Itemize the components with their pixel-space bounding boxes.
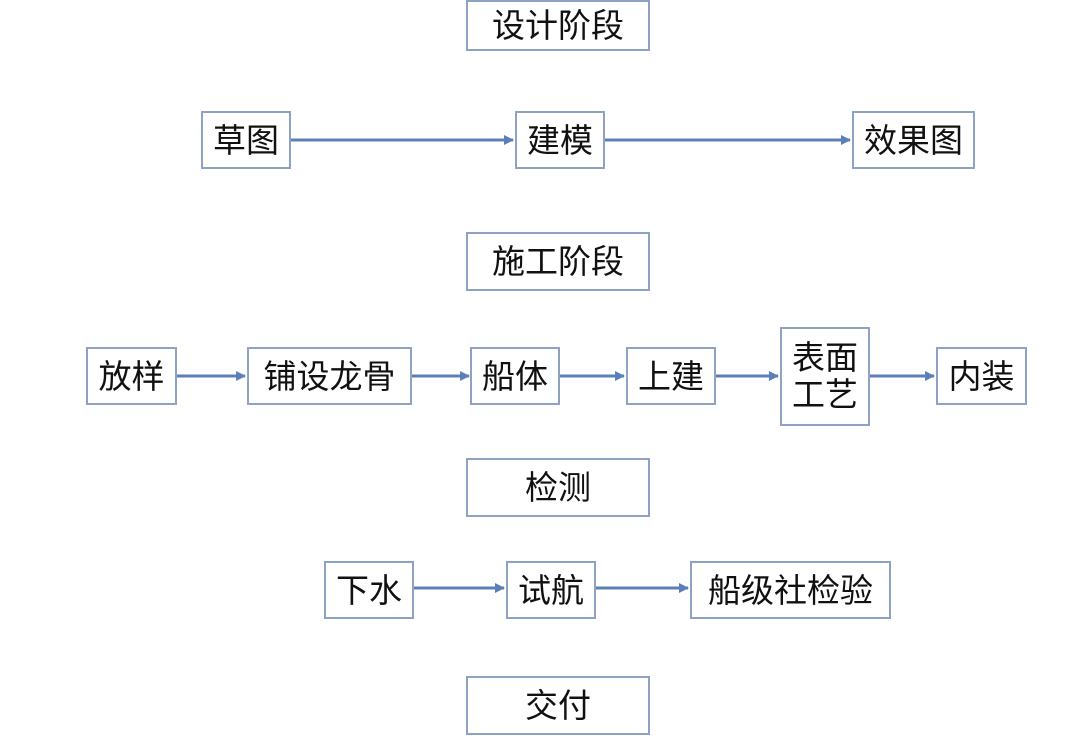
stage-construction-label: 施工阶段 bbox=[492, 242, 624, 281]
step-hull-label: 船体 bbox=[482, 356, 548, 396]
step-modeling-label: 建模 bbox=[527, 120, 593, 160]
step-keel-box: 铺设龙骨 bbox=[247, 347, 412, 405]
step-launch-box: 下水 bbox=[324, 561, 414, 619]
step-sea-trial-box: 试航 bbox=[506, 561, 596, 619]
step-class-survey-box: 船级社检验 bbox=[690, 561, 891, 619]
step-rendering-label: 效果图 bbox=[864, 120, 963, 160]
stage-inspection-box: 检测 bbox=[466, 458, 650, 517]
stage-inspection-label: 检测 bbox=[525, 468, 591, 507]
step-surface-label-line2: 工艺 bbox=[792, 374, 858, 414]
step-surface-label-line1: 表面 bbox=[792, 337, 858, 377]
step-sketch-label: 草图 bbox=[213, 120, 279, 160]
step-interior-box: 内装 bbox=[936, 347, 1027, 405]
step-superstructure-box: 上建 bbox=[626, 347, 716, 405]
step-lofting-label: 放样 bbox=[98, 356, 165, 396]
step-modeling-box: 建模 bbox=[515, 111, 605, 169]
step-surface-box: 表面 工艺 bbox=[780, 327, 870, 426]
step-sketch-box: 草图 bbox=[201, 111, 291, 169]
step-rendering-box: 效果图 bbox=[852, 111, 975, 169]
step-class-survey-label: 船级社检验 bbox=[708, 570, 873, 610]
step-superstructure-label: 上建 bbox=[638, 356, 704, 396]
step-keel-label: 铺设龙骨 bbox=[263, 356, 396, 396]
step-hull-box: 船体 bbox=[470, 347, 560, 405]
stage-delivery-box: 交付 bbox=[466, 676, 650, 735]
step-interior-label: 内装 bbox=[948, 356, 1015, 396]
stage-delivery-label: 交付 bbox=[525, 686, 591, 725]
stage-construction-box: 施工阶段 bbox=[466, 232, 650, 291]
stage-design-box: 设计阶段 bbox=[466, 0, 650, 51]
step-sea-trial-label: 试航 bbox=[518, 570, 584, 610]
stage-design-label: 设计阶段 bbox=[492, 6, 624, 45]
step-launch-label: 下水 bbox=[336, 570, 402, 610]
step-lofting-box: 放样 bbox=[86, 347, 177, 405]
